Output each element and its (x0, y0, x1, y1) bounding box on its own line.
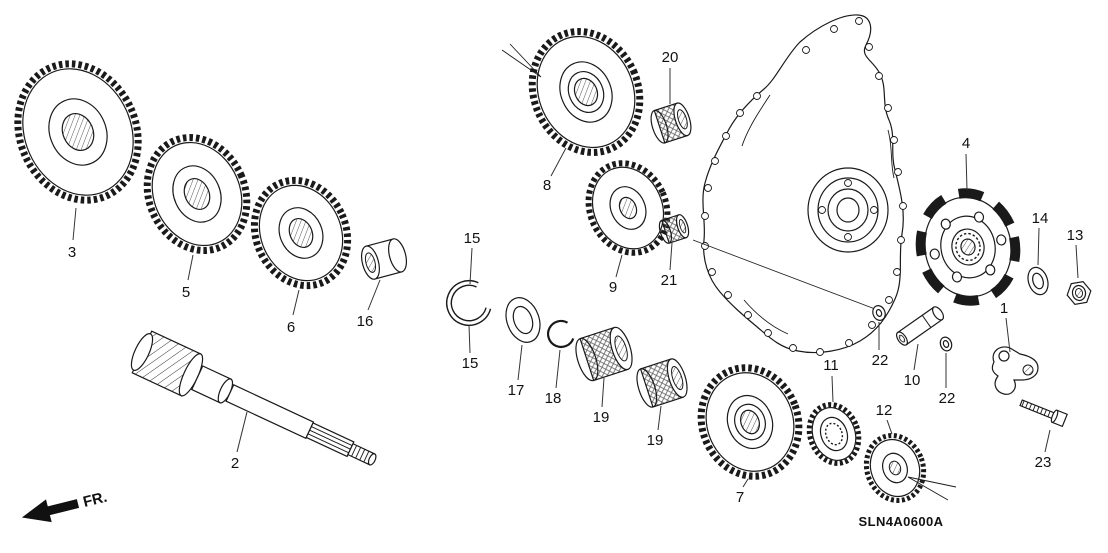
gear-6 (250, 176, 352, 290)
pointer-arrow-gear8 (501, 43, 542, 78)
gear-8 (528, 28, 644, 156)
pipe-10 (895, 306, 945, 346)
callout-5: 5 (182, 284, 190, 301)
callout-11: 11 (823, 357, 839, 374)
diagram-code: SLN4A0600A (859, 514, 944, 529)
callout-15-lower: 15 (462, 355, 479, 372)
bolt-23 (1019, 399, 1068, 428)
callout-10: 10 (904, 372, 921, 389)
callout-labels: 3 5 6 16 2 15 15 17 18 19 19 8 20 9 21 7… (68, 49, 1084, 506)
washer-22-right (939, 336, 953, 352)
callout-3: 3 (68, 244, 76, 261)
gear-3 (14, 60, 142, 204)
needle-bearing-21 (658, 214, 690, 244)
callout-17: 17 (508, 382, 525, 399)
gear-7 (697, 364, 803, 480)
callout-1: 1 (1000, 300, 1008, 317)
washer-14 (1027, 266, 1049, 296)
callout-6: 6 (287, 319, 295, 336)
washer-22-left (872, 305, 886, 321)
needle-bearing-19-right (636, 358, 688, 408)
callout-2: 2 (231, 455, 239, 472)
arm-1 (991, 346, 1039, 395)
callout-13: 13 (1067, 227, 1084, 244)
snap-ring-18 (547, 319, 575, 348)
callout-12: 12 (876, 402, 893, 419)
snap-ring-15 (446, 280, 492, 326)
fr-direction-arrow: FR. (21, 489, 109, 523)
fr-label: FR. (81, 489, 109, 511)
pointer-arrow-gear12 (907, 476, 957, 501)
gear-5 (143, 134, 251, 254)
gear-12 (863, 433, 927, 503)
callout-15-upper: 15 (464, 230, 481, 247)
callout-22-left: 22 (872, 352, 889, 369)
fr-arrow-icon (21, 499, 80, 523)
callout-20: 20 (662, 49, 679, 66)
callout-18: 18 (545, 390, 562, 407)
needle-bearing-19-left (575, 326, 633, 382)
callout-4: 4 (962, 135, 970, 152)
callout-7: 7 (736, 489, 744, 506)
thrust-washer-17 (505, 297, 541, 343)
leader-lines (72, 68, 1079, 488)
callout-8: 8 (543, 177, 551, 194)
transmission-case (692, 14, 907, 356)
clutch-drum-4 (915, 188, 1021, 306)
callout-19-right: 19 (647, 432, 664, 449)
callout-16: 16 (357, 313, 374, 330)
needle-bearing-20 (650, 102, 692, 144)
nut-13 (1066, 280, 1092, 306)
gear-9 (585, 160, 671, 256)
callout-14: 14 (1032, 210, 1049, 227)
case-bearing-boss (807, 167, 889, 253)
axis-line (692, 239, 884, 313)
collar-16 (360, 238, 408, 280)
callout-9: 9 (609, 279, 617, 296)
callout-19-left: 19 (593, 409, 610, 426)
callout-22-right: 22 (939, 390, 956, 407)
countershaft-2 (130, 330, 377, 466)
callout-23: 23 (1035, 454, 1052, 471)
callout-21: 21 (661, 272, 678, 289)
hub-11 (806, 402, 862, 466)
